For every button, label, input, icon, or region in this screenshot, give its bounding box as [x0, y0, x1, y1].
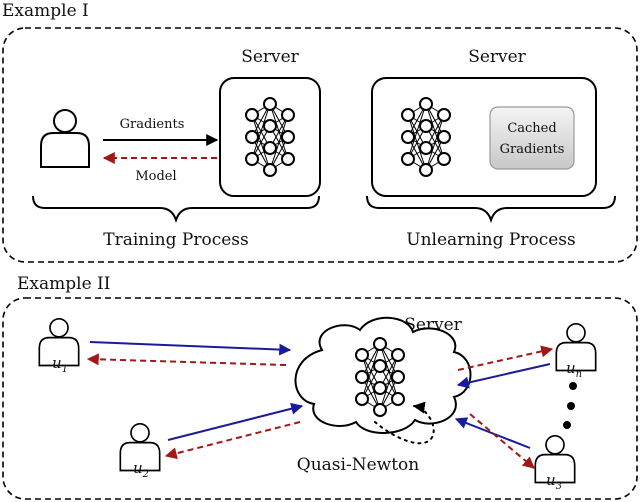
ellipsis-dot	[563, 421, 571, 429]
cached-gradients-box	[489, 106, 575, 170]
user-u1-label: u1	[52, 354, 68, 375]
training-brace	[32, 195, 320, 224]
download-arrow-u2	[164, 421, 301, 460]
quasi-newton-label: Quasi-Newton	[297, 455, 419, 475]
gradients-label: Gradients	[120, 117, 185, 132]
user-u3-label: u3	[546, 471, 562, 492]
unlearning-brace	[366, 195, 616, 224]
upload-arrow-u1	[89, 341, 292, 356]
upload-arrow-u2	[167, 402, 304, 441]
example1-title: Example I	[2, 1, 89, 21]
user-un-icon	[555, 322, 597, 372]
download-arrow-u3	[469, 413, 535, 469]
example1-server-left-label: Server	[241, 47, 299, 67]
model-label: Model	[135, 169, 176, 184]
user-un-label: un	[566, 359, 582, 380]
example1-frame	[2, 27, 638, 263]
quasi-newton-loop	[374, 401, 435, 445]
cached-line2: Gradients	[500, 142, 565, 157]
download-arrow-un	[457, 345, 554, 371]
example2-title: Example II	[17, 274, 110, 294]
training-server-box	[219, 77, 321, 197]
example2-frame	[2, 297, 638, 500]
ellipsis-dot	[567, 402, 575, 410]
example1-server-right-label: Server	[468, 47, 526, 67]
training-process-label: Training Process	[103, 230, 249, 250]
upload-arrow-un	[456, 363, 551, 389]
cached-line1: Cached	[507, 121, 556, 136]
download-arrow-u1	[86, 353, 287, 366]
user-u2-label: u2	[133, 459, 149, 480]
ellipsis-dot	[569, 382, 577, 390]
unlearning-process-label: Unlearning Process	[406, 230, 576, 250]
client-user-icon	[40, 109, 90, 168]
server-cloud	[294, 316, 472, 434]
